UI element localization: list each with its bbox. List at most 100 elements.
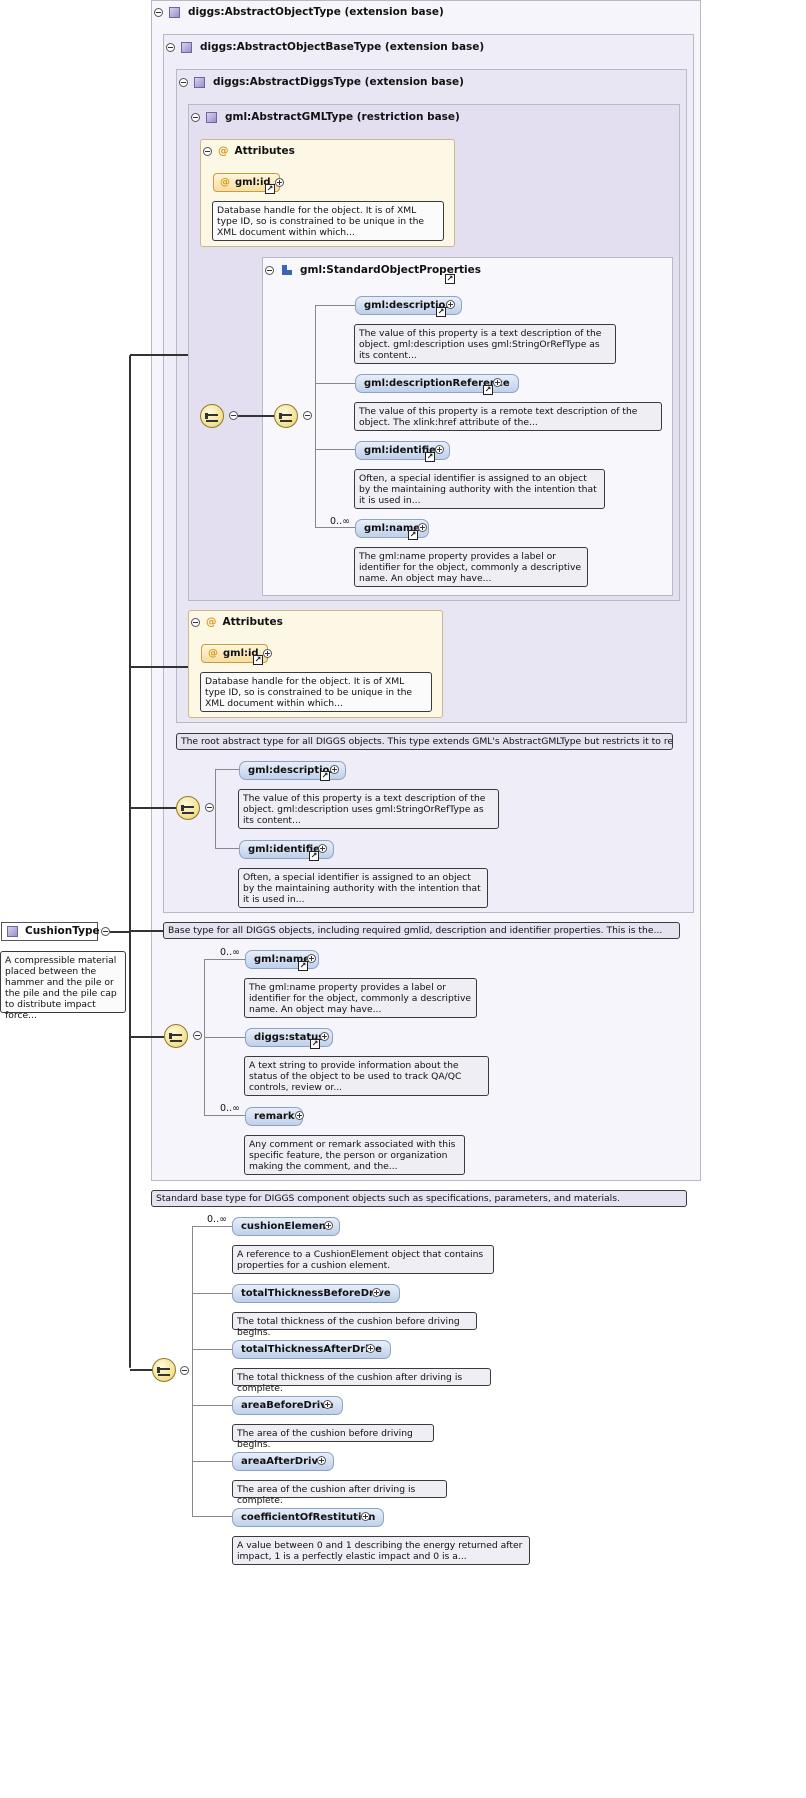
multiplicity-label: 0..∞ bbox=[207, 1214, 227, 1225]
reference-icon: ↗ bbox=[310, 1039, 320, 1049]
attributes-outer-header[interactable]: @ Attributes bbox=[191, 616, 283, 628]
attr-gml-id-doc: Database handle for the object. It is of… bbox=[200, 672, 432, 712]
expand-icon[interactable] bbox=[361, 1512, 370, 1521]
element-area-before-drive[interactable]: areaBeforeDrive bbox=[232, 1396, 343, 1415]
expand-icon[interactable] bbox=[493, 378, 502, 387]
expand-icon[interactable] bbox=[446, 300, 455, 309]
expand-icon[interactable] bbox=[366, 1344, 375, 1353]
reference-icon: ↗ bbox=[483, 385, 493, 395]
collapse-icon[interactable] bbox=[303, 411, 312, 420]
element-doc: The total thickness of the cushion befor… bbox=[232, 1312, 477, 1338]
attr-gml-id[interactable]: @ gml:id bbox=[201, 644, 268, 663]
reference-icon: ↗ bbox=[265, 184, 275, 194]
abstract-object-type-doc: Standard base type for DIGGS component o… bbox=[151, 1190, 687, 1207]
attributes-inner-label: Attributes bbox=[234, 145, 295, 157]
multiplicity-label: 0..∞ bbox=[330, 516, 350, 527]
expand-icon[interactable] bbox=[263, 649, 272, 658]
cushion-type-doc: A compressible material placed between t… bbox=[0, 951, 126, 1021]
collapse-icon[interactable] bbox=[101, 927, 110, 936]
attr-gml-id-doc: Database handle for the object. It is of… bbox=[212, 201, 444, 241]
reference-icon: ↗ bbox=[445, 274, 455, 284]
expand-icon[interactable] bbox=[317, 1456, 326, 1465]
element-doc: A text string to provide information abo… bbox=[244, 1056, 489, 1096]
reference-icon: ↗ bbox=[253, 655, 263, 665]
expand-icon[interactable] bbox=[372, 1288, 381, 1297]
abstract-object-base-type-label: diggs:AbstractObjectBaseType (extension … bbox=[200, 41, 485, 53]
attr-gml-id-label: gml:id bbox=[223, 648, 259, 659]
multiplicity-label: 0..∞ bbox=[220, 1103, 240, 1114]
group-icon bbox=[282, 264, 293, 276]
complex-type-icon bbox=[7, 926, 18, 937]
attr-gml-id[interactable]: @ gml:id bbox=[213, 173, 280, 192]
collapse-icon[interactable] bbox=[205, 803, 214, 812]
sequence-compositor-icon bbox=[164, 1024, 188, 1048]
collapse-icon[interactable] bbox=[265, 265, 274, 275]
attribute-icon: @ bbox=[220, 177, 230, 188]
expand-icon[interactable] bbox=[320, 1032, 329, 1041]
standard-object-properties-header[interactable]: gml:StandardObjectProperties bbox=[265, 264, 481, 276]
collapse-icon[interactable] bbox=[154, 7, 163, 17]
abstract-object-base-type-header[interactable]: diggs:AbstractObjectBaseType (extension … bbox=[166, 41, 484, 53]
sequence-compositor-icon bbox=[176, 796, 200, 820]
attribute-icon: @ bbox=[208, 648, 218, 659]
multiplicity-label: 0..∞ bbox=[220, 947, 240, 958]
collapse-icon[interactable] bbox=[166, 42, 175, 52]
reference-icon: ↗ bbox=[309, 851, 319, 861]
expand-icon[interactable] bbox=[330, 765, 339, 774]
abstract-diggs-type-header[interactable]: diggs:AbstractDiggsType (extension base) bbox=[179, 76, 464, 88]
element-coefficient-of-restitution[interactable]: coefficientOfRestitution bbox=[232, 1508, 385, 1527]
element-doc: A value between 0 and 1 describing the e… bbox=[232, 1536, 530, 1565]
expand-icon[interactable] bbox=[275, 178, 284, 187]
element-doc: Often, a special identifier is assigned … bbox=[238, 868, 488, 908]
element-gml-description-reference[interactable]: gml:descriptionReference bbox=[355, 374, 519, 393]
reference-icon: ↗ bbox=[436, 307, 446, 317]
collapse-icon[interactable] bbox=[191, 112, 200, 122]
collapse-icon[interactable] bbox=[203, 146, 212, 156]
element-total-thickness-after-drive[interactable]: totalThicknessAfterDrive bbox=[232, 1340, 391, 1359]
expand-icon[interactable] bbox=[307, 954, 316, 963]
element-cushion-element[interactable]: cushionElement bbox=[232, 1217, 340, 1236]
element-doc: The area of the cushion before driving b… bbox=[232, 1424, 434, 1450]
collapse-icon[interactable] bbox=[179, 77, 188, 87]
element-doc: A reference to a CushionElement object t… bbox=[232, 1245, 494, 1274]
element-doc: The gml:name property provides a label o… bbox=[354, 547, 588, 587]
expand-icon[interactable] bbox=[295, 1111, 304, 1120]
reference-icon: ↗ bbox=[320, 771, 330, 781]
attr-gml-id-label: gml:id bbox=[235, 177, 271, 188]
attribute-icon: @ bbox=[206, 616, 217, 628]
collapse-icon[interactable] bbox=[191, 617, 200, 627]
element-doc: The total thickness of the cushion after… bbox=[232, 1368, 491, 1394]
reference-icon: ↗ bbox=[425, 452, 435, 462]
expand-icon[interactable] bbox=[318, 844, 327, 853]
element-doc: The gml:name property provides a label o… bbox=[244, 978, 477, 1018]
complex-type-icon bbox=[206, 111, 217, 123]
abstract-object-type-header[interactable]: diggs:AbstractObjectType (extension base… bbox=[154, 6, 444, 18]
abstract-diggs-type-label: diggs:AbstractDiggsType (extension base) bbox=[213, 76, 464, 88]
collapse-icon[interactable] bbox=[229, 411, 238, 420]
element-area-after-drive[interactable]: areaAfterDrive bbox=[232, 1452, 334, 1471]
expand-icon[interactable] bbox=[324, 1221, 333, 1230]
abstract-gml-type-header[interactable]: gml:AbstractGMLType (restriction base) bbox=[191, 111, 460, 123]
element-total-thickness-before-drive[interactable]: totalThicknessBeforeDrive bbox=[232, 1284, 400, 1303]
complex-type-icon bbox=[181, 41, 192, 53]
complex-type-icon bbox=[169, 6, 180, 18]
attributes-inner-header[interactable]: @ Attributes bbox=[203, 145, 295, 157]
element-gml-description[interactable]: gml:description bbox=[239, 761, 346, 780]
element-remark[interactable]: remark bbox=[245, 1107, 304, 1126]
sequence-compositor-icon bbox=[152, 1358, 176, 1382]
abstract-gml-type-label: gml:AbstractGMLType (restriction base) bbox=[225, 111, 460, 123]
element-gml-description[interactable]: gml:description bbox=[355, 296, 462, 315]
element-doc: The area of the cushion after driving is… bbox=[232, 1480, 447, 1506]
expand-icon[interactable] bbox=[418, 523, 427, 532]
attribute-icon: @ bbox=[218, 145, 229, 157]
complex-type-icon bbox=[194, 76, 205, 88]
reference-icon: ↗ bbox=[408, 530, 418, 540]
element-doc: The value of this property is a text des… bbox=[354, 324, 616, 364]
collapse-icon[interactable] bbox=[193, 1031, 202, 1040]
attributes-outer-label: Attributes bbox=[222, 616, 283, 628]
expand-icon[interactable] bbox=[323, 1400, 332, 1409]
collapse-icon[interactable] bbox=[180, 1366, 189, 1375]
sequence-compositor-icon bbox=[200, 404, 224, 428]
expand-icon[interactable] bbox=[435, 445, 444, 454]
cushion-type-root[interactable]: CushionType bbox=[1, 922, 100, 941]
